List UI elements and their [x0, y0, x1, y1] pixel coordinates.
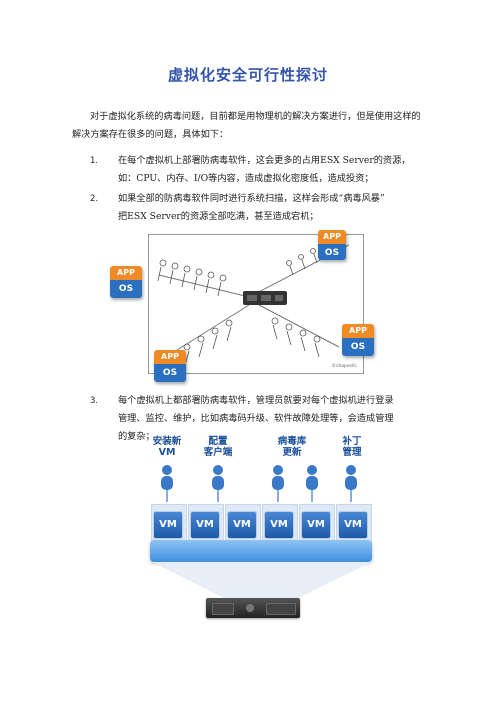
- task-label: 安装新 VM: [148, 436, 186, 458]
- hypervisor-bar: [150, 540, 372, 562]
- list-text-line: 把ESX Server的资源全部吃满，甚至造成宕机；: [118, 211, 319, 222]
- task-label-line: 病毒库: [277, 436, 307, 447]
- list-text-line: 管理、监控、维护，比如病毒码升级、软件故障处理等，会造成管理: [118, 413, 394, 424]
- list-number: 1.: [90, 156, 99, 166]
- app-label: APP: [154, 350, 186, 364]
- list-text-line: 如：CPU、内存、I/O等内容，造成虚拟化密度低，造成投资；: [118, 173, 374, 184]
- image-credit: ©shapesllc: [331, 364, 357, 369]
- task-label: 病毒库 更新: [270, 436, 314, 458]
- virus-storm-figure: ©shapesllc APP OS APP OS APP OS APP OS: [110, 228, 378, 382]
- app-os-badge: APP OS: [154, 350, 186, 382]
- list-text-line: 在每个虚拟机上部署防病毒软件，这会更多的占用ESX Server的资源，: [118, 155, 411, 166]
- list-item: 3. 每个虚拟机上都部署防病毒软件，管理员就要对每个虚拟机进行登录 管理、监控、…: [90, 392, 426, 446]
- task-label: 配置 客户端: [196, 436, 240, 458]
- task-label-line: 更新: [282, 447, 302, 458]
- task-label-line: 客户端: [203, 447, 233, 458]
- os-label: OS: [110, 280, 142, 298]
- list-number: 2.: [90, 194, 99, 204]
- vm-box: VM: [227, 511, 257, 539]
- list-item: 1. 在每个虚拟机上部署防病毒软件，这会更多的占用ESX Server的资源， …: [90, 152, 426, 188]
- list-number: 3.: [90, 396, 99, 406]
- app-label: APP: [318, 230, 346, 244]
- list-text-line: 每个虚拟机上都部署防病毒软件，管理员就要对每个虚拟机进行登录: [118, 395, 394, 406]
- vm-box: VM: [190, 511, 220, 539]
- os-label: OS: [318, 244, 346, 260]
- task-label-line: 配置: [208, 436, 228, 447]
- app-os-badge: APP OS: [318, 230, 346, 260]
- list-text-line: 的复杂；: [118, 431, 155, 442]
- vm-box: VM: [153, 511, 183, 539]
- server-icon: [206, 598, 300, 618]
- task-label-line: 管理: [342, 447, 362, 458]
- list-text-line: 如果全部的防病毒软件同时进行系统扫描，这样会形成“病毒风暴”: [118, 193, 385, 204]
- intro-paragraph: 对于虚拟化系统的病毒问题，目前都是用物理机的解决方案进行，但是使用这样的解决方案…: [72, 111, 421, 140]
- vm-box: VM: [301, 511, 331, 539]
- page-title: 虚拟化安全可行性探讨: [167, 66, 328, 84]
- os-label: OS: [342, 338, 374, 356]
- vm-management-figure: 安装新 VM 配置 客户端 病毒库 更新 补丁 管理: [148, 430, 376, 626]
- task-label-line: VM: [158, 447, 176, 458]
- task-label-line: 补丁: [342, 436, 362, 447]
- admin-icons: [161, 465, 357, 502]
- os-label: OS: [154, 364, 186, 382]
- app-os-badge: APP OS: [342, 324, 374, 356]
- app-label: APP: [110, 266, 142, 280]
- app-os-badge: APP OS: [110, 266, 142, 298]
- vm-box: VM: [338, 511, 368, 539]
- task-label: 补丁 管理: [332, 436, 372, 458]
- list-item: 2. 如果全部的防病毒软件同时进行系统扫描，这样会形成“病毒风暴” 把ESX S…: [90, 190, 426, 226]
- task-label-line: 安装新: [152, 436, 182, 447]
- vm-box: VM: [264, 511, 294, 539]
- app-label: APP: [342, 324, 374, 338]
- funnel-shape: [152, 562, 372, 598]
